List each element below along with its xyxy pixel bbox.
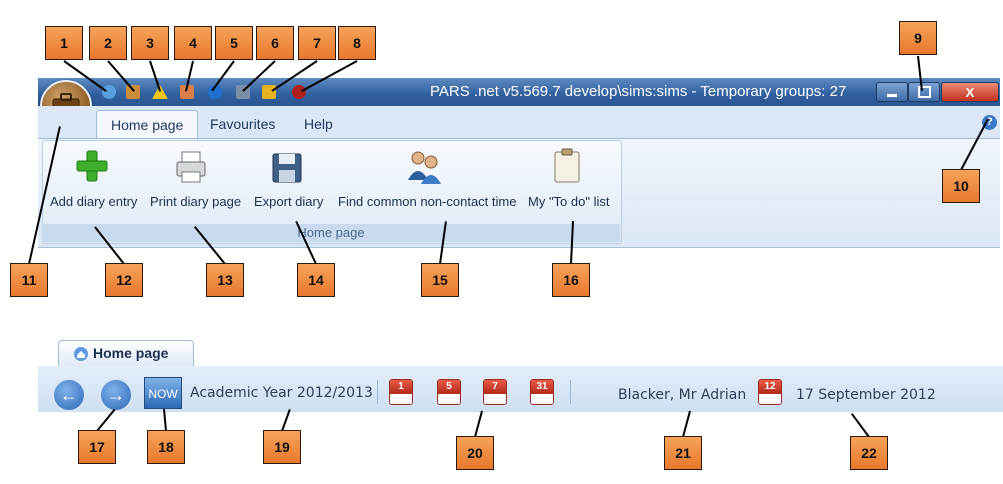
arrow-left-icon: ← [60, 384, 78, 405]
callout-badge: 17 [78, 430, 116, 464]
ribbon-tab-strip [38, 106, 1000, 140]
callout-badge: 8 [338, 26, 376, 60]
window-title: PARS .net v5.569.7 develop\sims:sims - T… [430, 83, 847, 100]
print-diary-page-label: Print diary page [150, 194, 242, 209]
people-icon [408, 151, 441, 184]
callout-badge: 19 [263, 430, 301, 464]
callout-leader-line [474, 410, 483, 438]
week-7-day-view-button[interactable]: 7 [483, 379, 507, 405]
callout-badge: 7 [298, 26, 336, 60]
next-button[interactable]: → [99, 378, 133, 412]
calendar-icon: 7 [484, 380, 506, 394]
callout-leader-line [682, 410, 691, 438]
callout-badge: 3 [131, 26, 169, 60]
month-view-button[interactable]: 31 [530, 379, 554, 405]
academic-year-label: Academic Year 2012/2013 [190, 385, 373, 401]
callout-leader-line [163, 408, 167, 432]
callout-badge: 21 [664, 436, 702, 470]
callout-badge: 11 [10, 263, 48, 297]
export-diary-button[interactable] [252, 146, 326, 214]
help-icon: ? [986, 116, 993, 128]
book-icon[interactable] [126, 85, 140, 99]
callout-leader-line [281, 408, 291, 432]
callout-badge: 13 [206, 263, 244, 297]
tab-home-page[interactable]: Home page [96, 110, 199, 139]
day-view-button[interactable]: 1 [389, 379, 413, 405]
calendar-icon: 31 [531, 380, 553, 394]
tab-favourites[interactable]: Favourites [210, 116, 276, 132]
warning-icon[interactable] [152, 85, 168, 99]
minimize-button[interactable] [876, 82, 908, 102]
callout-badge: 4 [174, 26, 212, 60]
restore-icon [917, 86, 931, 98]
print-diary-page-button[interactable] [148, 146, 240, 214]
callout-badge: 12 [105, 263, 143, 297]
callout-badge: 2 [89, 26, 127, 60]
diary-navigation-bar [38, 366, 1003, 412]
callout-badge: 15 [421, 263, 459, 297]
callout-badge: 9 [899, 21, 937, 55]
callout-badge: 22 [850, 436, 888, 470]
save-icon [272, 153, 302, 183]
calendar-icon: 12 [759, 380, 781, 394]
find-common-non-contact-time-label: Find common non-contact time [338, 194, 517, 209]
user-name: Blacker, Mr Adrian [618, 387, 747, 403]
previous-button[interactable]: ← [52, 378, 86, 412]
export-diary-label: Export diary [254, 194, 324, 209]
add-icon [76, 150, 108, 182]
current-date: 17 September 2012 [796, 387, 936, 403]
my-to-do-list-button[interactable] [526, 146, 616, 214]
callout-badge: 6 [256, 26, 294, 60]
callout-badge: 14 [297, 263, 335, 297]
callout-badge: 20 [456, 436, 494, 470]
home-icon [74, 347, 88, 361]
bug-icon[interactable] [292, 85, 306, 99]
now-label: NOW [148, 387, 178, 401]
callout-leader-line [851, 413, 870, 438]
separator [377, 380, 378, 404]
find-common-non-contact-time-button[interactable] [336, 146, 514, 214]
separator [570, 380, 571, 404]
close-icon: X [965, 84, 975, 100]
callout-badge: 1 [45, 26, 83, 60]
document-tab-label: Home page [93, 345, 169, 361]
document-tab-bar [38, 340, 1003, 367]
title-bar [38, 78, 1000, 106]
tab-help[interactable]: Help [304, 116, 333, 132]
my-to-do-list-label: My "To do" list [528, 194, 610, 209]
callout-badge: 16 [552, 263, 590, 297]
printer-icon [176, 151, 206, 183]
arrow-right-icon: → [107, 384, 125, 405]
ribbon-group-label: Home page [42, 224, 620, 242]
minimize-icon [887, 93, 897, 97]
now-button[interactable]: NOW [144, 377, 182, 409]
user-icon[interactable] [180, 85, 194, 99]
calendar-icon: 5 [438, 380, 460, 394]
callout-badge: 10 [942, 169, 980, 203]
add-diary-entry-label: Add diary entry [50, 194, 138, 209]
clipboard-icon [554, 148, 580, 183]
week-5-day-view-button[interactable]: 5 [437, 379, 461, 405]
home-icon[interactable] [102, 85, 116, 99]
callout-badge: 18 [147, 430, 185, 464]
restore-button[interactable] [908, 82, 940, 102]
calendar-icon: 1 [390, 380, 412, 394]
callout-badge: 5 [215, 26, 253, 60]
document-tab-home-page[interactable]: Home page [58, 340, 194, 366]
date-picker-button[interactable]: 12 [758, 379, 782, 405]
close-button[interactable]: X [941, 82, 999, 102]
add-diary-entry-button[interactable] [46, 146, 138, 214]
